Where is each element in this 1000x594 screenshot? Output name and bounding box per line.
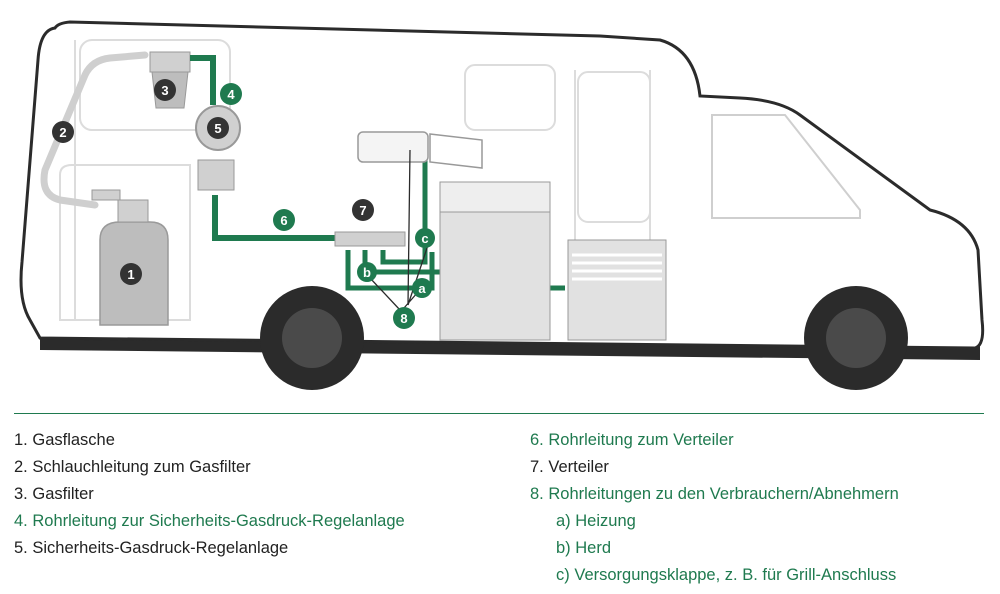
bottle-compartment: [59, 164, 191, 321]
svg-text:5: 5: [214, 121, 221, 136]
stove: [439, 211, 551, 341]
svg-text:1: 1: [127, 267, 134, 282]
legend-item-4: 4. Rohrleitung zur Sicherheits-Gasdruck-…: [14, 512, 405, 530]
pipe-4: [190, 55, 216, 105]
pipe-6: [212, 195, 340, 241]
legend-item-3: 3. Gasfilter: [14, 485, 94, 503]
badge-5: 5: [207, 117, 229, 139]
window-rear: [577, 71, 651, 223]
regulator-base: [197, 159, 235, 191]
supply-hatch: [357, 131, 429, 163]
svg-text:3: 3: [161, 83, 168, 98]
heater-vents: [572, 253, 662, 281]
badge-c: c: [415, 228, 435, 248]
motorhome-gas-diagram: 1 2 3 4 5 6 7 8 a b c: [19, 20, 985, 390]
legend-left: 1. Gasflasche 2. Schlauchleitung zum Gas…: [14, 427, 405, 562]
legend-item-1: 1. Gasflasche: [14, 431, 115, 449]
front-wheel-hub: [826, 308, 886, 368]
distributor: [334, 231, 406, 247]
svg-text:c: c: [421, 231, 428, 246]
rear-wheel-hub: [282, 308, 342, 368]
svg-text:7: 7: [359, 203, 366, 218]
skylight: [464, 64, 556, 131]
heater: [567, 239, 667, 341]
legend-item-8b: b) Herd: [556, 539, 612, 557]
badge-b: b: [357, 262, 377, 282]
badge-4: 4: [220, 83, 242, 105]
bottle-valve: [117, 199, 149, 223]
badge-7: 7: [352, 199, 374, 221]
stove-top: [439, 181, 551, 213]
badge-2: 2: [52, 121, 74, 143]
legend-item-8c: c) Versorgungsklappe, z. B. für Grill-An…: [556, 566, 897, 584]
legend-item-7: 7. Verteiler: [530, 458, 609, 476]
legend-item-8a: a) Heizung: [556, 512, 636, 530]
badge-8: 8: [393, 307, 415, 329]
svg-text:8: 8: [400, 311, 407, 326]
legend-divider: [14, 413, 984, 414]
svg-text:b: b: [363, 265, 371, 280]
badge-1: 1: [120, 263, 142, 285]
gas-filter-body: [149, 51, 191, 73]
cab-window: [711, 114, 861, 219]
badge-a: a: [412, 278, 432, 298]
legend-item-5: 5. Sicherheits-Gasdruck-Regelanlage: [14, 539, 289, 557]
svg-text:2: 2: [59, 125, 66, 140]
hatch-door: [429, 133, 483, 169]
svg-text:6: 6: [280, 213, 287, 228]
legend-right: 6. Rohrleitung zum Verteiler 7. Verteile…: [530, 427, 899, 589]
svg-text:a: a: [418, 281, 426, 296]
svg-text:4: 4: [227, 87, 235, 102]
badge-6: 6: [273, 209, 295, 231]
legend-item-2: 2. Schlauchleitung zum Gasfilter: [14, 458, 251, 476]
callout-lines: [369, 149, 429, 311]
legend-item-6: 6. Rohrleitung zum Verteiler: [530, 431, 734, 449]
badge-3: 3: [154, 79, 176, 101]
bottle-valve-top: [91, 189, 121, 201]
legend-item-8: 8. Rohrleitungen zu den Verbrauchern/Abn…: [530, 485, 899, 503]
